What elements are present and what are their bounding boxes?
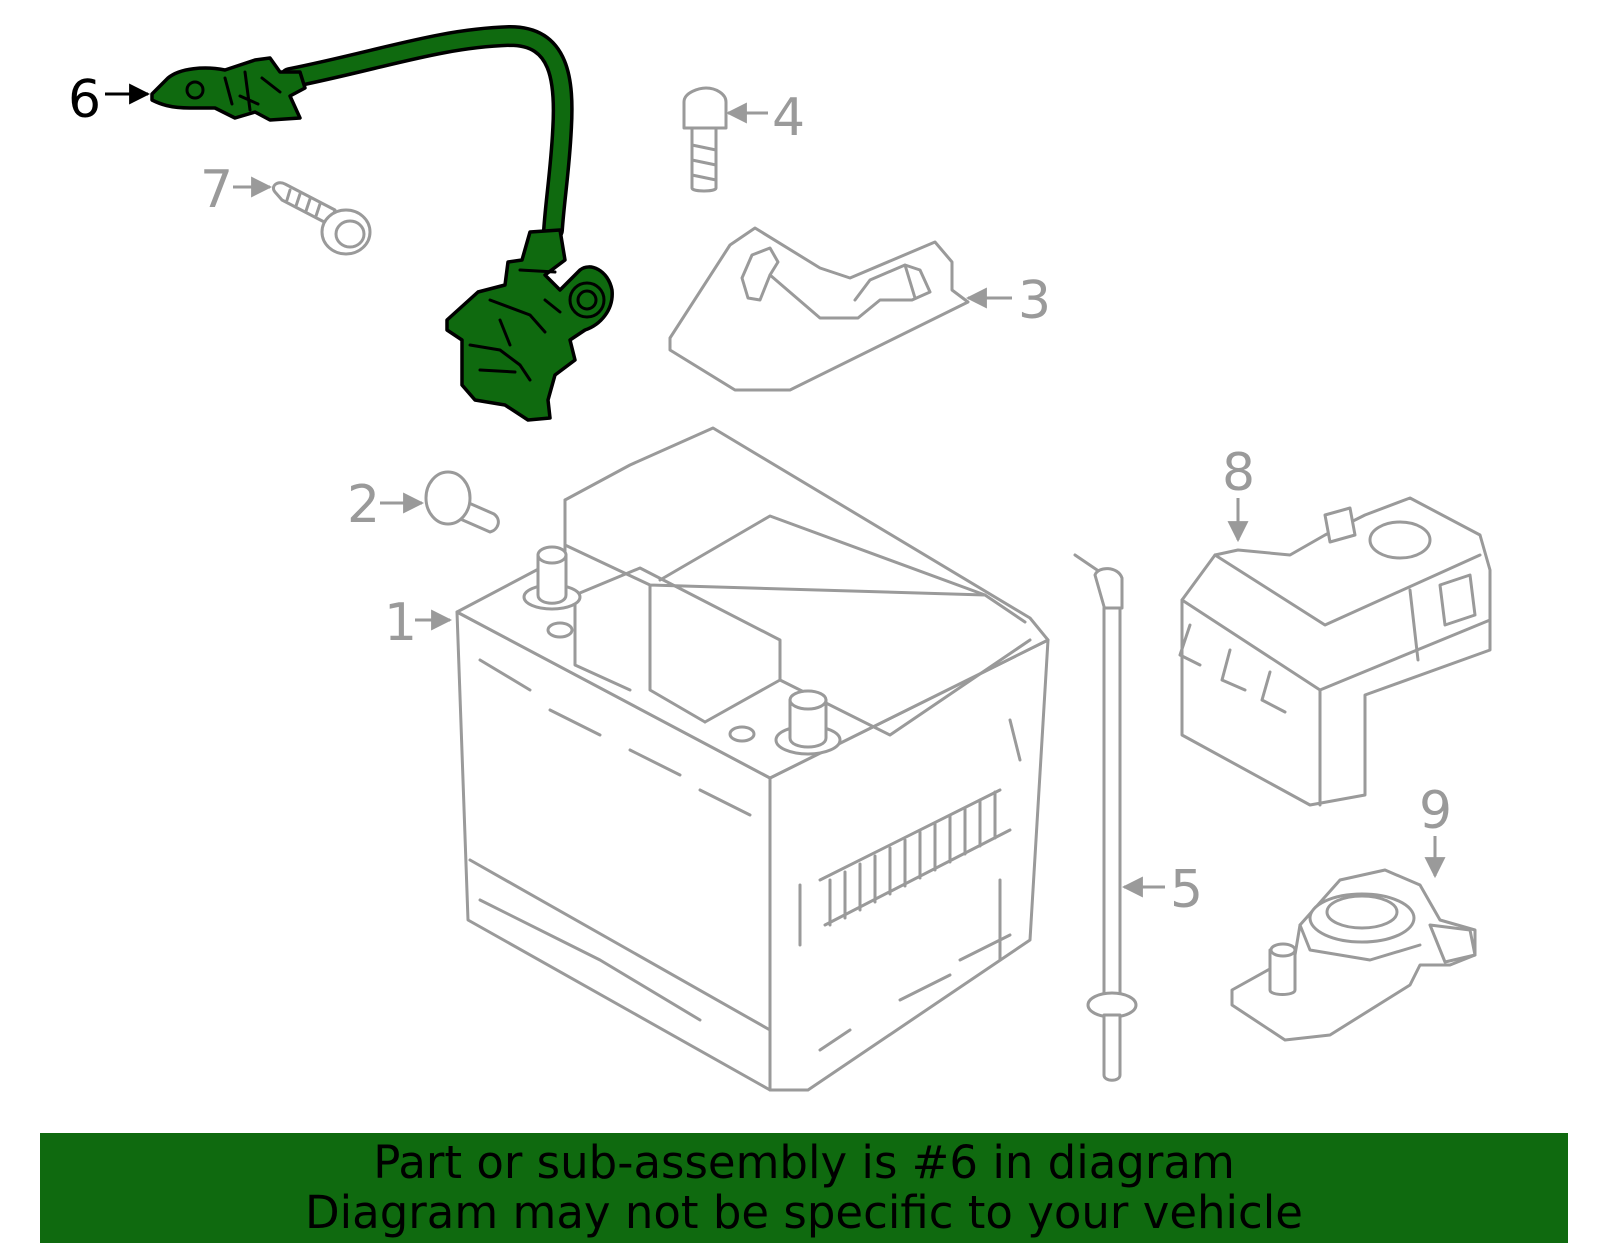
svg-text:8: 8 xyxy=(1222,443,1255,503)
part-6-ground-cable[interactable] xyxy=(150,24,614,422)
svg-text:7: 7 xyxy=(200,160,233,220)
part-4-bolt[interactable] xyxy=(682,86,728,193)
info-banner: Part or sub-assembly is #6 in diagram Di… xyxy=(40,1133,1568,1243)
part-9-terminal-clamp[interactable] xyxy=(1230,868,1477,1042)
part-7-screw[interactable] xyxy=(271,181,372,256)
svg-text:9: 9 xyxy=(1419,781,1452,841)
banner-line-disclaimer: Diagram may not be specific to your vehi… xyxy=(305,1186,1303,1239)
callout-8: 8 xyxy=(1222,443,1255,543)
callout-6: 6 xyxy=(68,70,151,130)
part-1-battery[interactable] xyxy=(455,426,1050,1092)
svg-text:5: 5 xyxy=(1170,860,1203,920)
svg-text:6: 6 xyxy=(68,70,101,130)
callout-4: 4 xyxy=(725,88,805,148)
svg-text:1: 1 xyxy=(384,593,417,653)
part-8-fuse-cover[interactable] xyxy=(1178,496,1492,807)
part-2-bolt[interactable] xyxy=(424,470,500,534)
part-5-rod[interactable] xyxy=(1073,553,1138,1082)
banner-line-part: Part or sub-assembly is #6 in diagram xyxy=(373,1136,1235,1189)
svg-text:2: 2 xyxy=(347,475,380,535)
callout-1: 1 xyxy=(384,593,453,653)
callout-3: 3 xyxy=(965,271,1051,331)
part-3-bracket[interactable] xyxy=(668,226,970,392)
callout-9: 9 xyxy=(1419,781,1452,879)
svg-text:3: 3 xyxy=(1018,271,1051,331)
callout-7: 7 xyxy=(200,160,273,220)
callout-5: 5 xyxy=(1121,860,1203,920)
callout-2: 2 xyxy=(347,475,425,535)
svg-text:4: 4 xyxy=(772,88,805,148)
